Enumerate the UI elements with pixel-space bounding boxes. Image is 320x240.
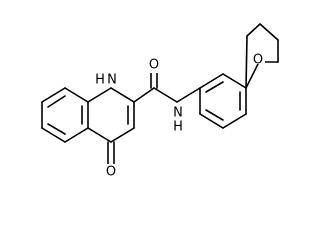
double-bond-inner: [47, 123, 66, 135]
bond: [64, 127, 89, 143]
bond: [245, 61, 260, 89]
bond: [246, 23, 261, 37]
bond: [176, 87, 201, 103]
bond: [199, 113, 224, 129]
bond: [153, 87, 178, 103]
bond: [41, 87, 66, 103]
double-bond-inner: [205, 109, 224, 121]
atom-ring-nitrogen-hydrogen: H: [95, 73, 105, 88]
bond: [64, 87, 89, 103]
bond: [222, 113, 247, 129]
atom-labels: O N H N H O O: [95, 48, 265, 180]
double-bond-inner: [205, 81, 224, 93]
atom-amide-nitrogen: N: [173, 106, 183, 121]
atom-furan-oxygen: O: [253, 53, 263, 68]
atom-ketone-oxygen: O: [106, 165, 116, 180]
bond: [245, 35, 248, 89]
bond: [222, 73, 247, 89]
bond: [110, 87, 135, 103]
molecule-structure: O N H N H O O: [41, 23, 279, 180]
bond: [87, 87, 112, 103]
atom-carbonyl-oxygen: O: [149, 58, 159, 73]
bond: [87, 127, 112, 143]
bond: [199, 73, 224, 89]
bond: [41, 127, 66, 143]
bonds: [41, 23, 279, 167]
atom-ring-nitrogen: N: [107, 73, 117, 88]
bond: [110, 127, 135, 143]
bond: [133, 87, 155, 103]
atom-amide-nitrogen-hydrogen: H: [173, 120, 183, 135]
bond: [259, 23, 279, 41]
double-bond-inner: [47, 95, 66, 108]
